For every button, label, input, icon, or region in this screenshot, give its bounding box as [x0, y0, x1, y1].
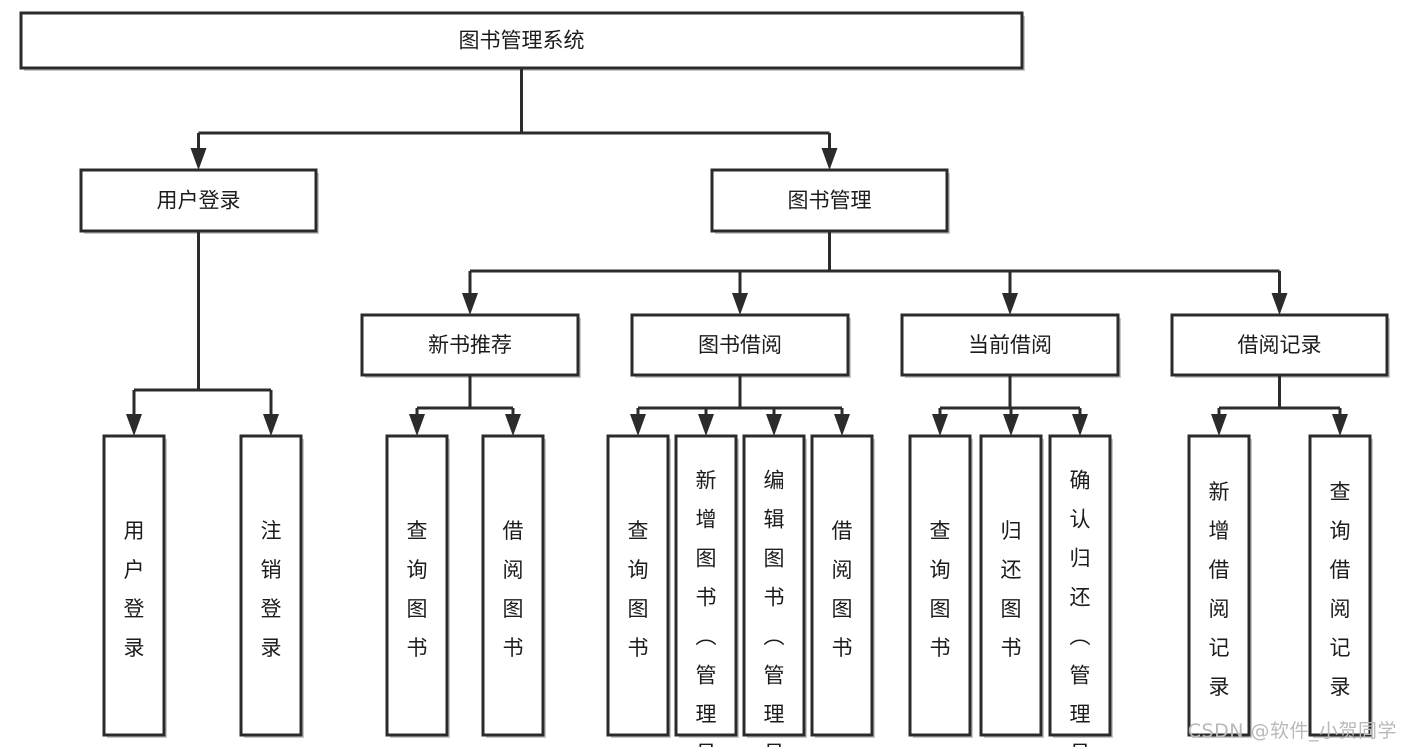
- node-label-leaf-borrow-book-1: 借阅图书: [503, 519, 524, 660]
- node-layer: [19, 11, 1389, 737]
- node-label-leaf-add-book: 新增图书︵管理员︶: [696, 468, 717, 747]
- node-label-leaf-borrow-book-2: 借阅图书: [832, 519, 853, 660]
- node-book-manage[interactable]: [710, 168, 949, 233]
- node-label-leaf-user-login: 用户登录: [124, 519, 145, 660]
- node-label-current-borrow: 当前借阅: [968, 333, 1052, 357]
- node-root-图书管理系统[interactable]: [19, 11, 1024, 70]
- node-label-leaf-query-book-3: 查询图书: [930, 519, 951, 660]
- node-label-leaf-return-book: 归还图书: [1001, 519, 1022, 660]
- node-leaf-add-record[interactable]: [1187, 434, 1251, 737]
- node-user-login[interactable]: [79, 168, 318, 233]
- node-new-book-rec[interactable]: [360, 313, 580, 377]
- node-current-borrow[interactable]: [900, 313, 1120, 377]
- node-leaf-query-book-2[interactable]: [606, 434, 670, 737]
- node-book-borrow[interactable]: [630, 313, 850, 377]
- node-leaf-query-book-1[interactable]: [385, 434, 449, 737]
- connector-layer: [126, 68, 1348, 436]
- node-leaf-borrow-book-2[interactable]: [810, 434, 874, 737]
- node-label-borrow-record: 借阅记录: [1238, 333, 1322, 357]
- node-leaf-edit-book[interactable]: [742, 434, 806, 737]
- node-leaf-user-login[interactable]: [102, 434, 166, 737]
- node-label-new-book-rec: 新书推荐: [428, 333, 512, 357]
- node-leaf-return-book[interactable]: [979, 434, 1043, 737]
- label-layer: 图书管理系统用户登录图书管理新书推荐图书借阅当前借阅借阅记录用户登录注销登录查询…: [124, 29, 1351, 747]
- node-label-book-borrow: 图书借阅: [698, 333, 782, 357]
- node-leaf-query-book-3[interactable]: [908, 434, 972, 737]
- node-label-user-login: 用户登录: [157, 189, 241, 213]
- node-label-leaf-logout: 注销登录: [261, 519, 282, 660]
- node-leaf-logout[interactable]: [239, 434, 303, 737]
- node-leaf-borrow-book-1[interactable]: [481, 434, 545, 737]
- node-label-root: 图书管理系统: [459, 29, 585, 53]
- watermark: CSDN @软件_小贺同学: [1187, 720, 1397, 742]
- node-label-book-manage: 图书管理: [788, 189, 872, 213]
- node-label-leaf-edit-book: 编辑图书︵管理员︶: [764, 468, 785, 747]
- node-label-leaf-add-record: 新增借阅记录: [1209, 480, 1230, 699]
- node-leaf-confirm-return[interactable]: [1048, 434, 1112, 737]
- node-label-leaf-confirm-return: 确认归还︵管理员︶: [1070, 468, 1091, 747]
- node-label-leaf-query-record: 查询借阅记录: [1330, 480, 1351, 699]
- node-label-leaf-query-book-2: 查询图书: [628, 519, 649, 660]
- node-label-leaf-query-book-1: 查询图书: [407, 519, 428, 660]
- node-leaf-query-record[interactable]: [1308, 434, 1372, 737]
- node-leaf-add-book[interactable]: [674, 434, 738, 737]
- node-borrow-record[interactable]: [1170, 313, 1389, 377]
